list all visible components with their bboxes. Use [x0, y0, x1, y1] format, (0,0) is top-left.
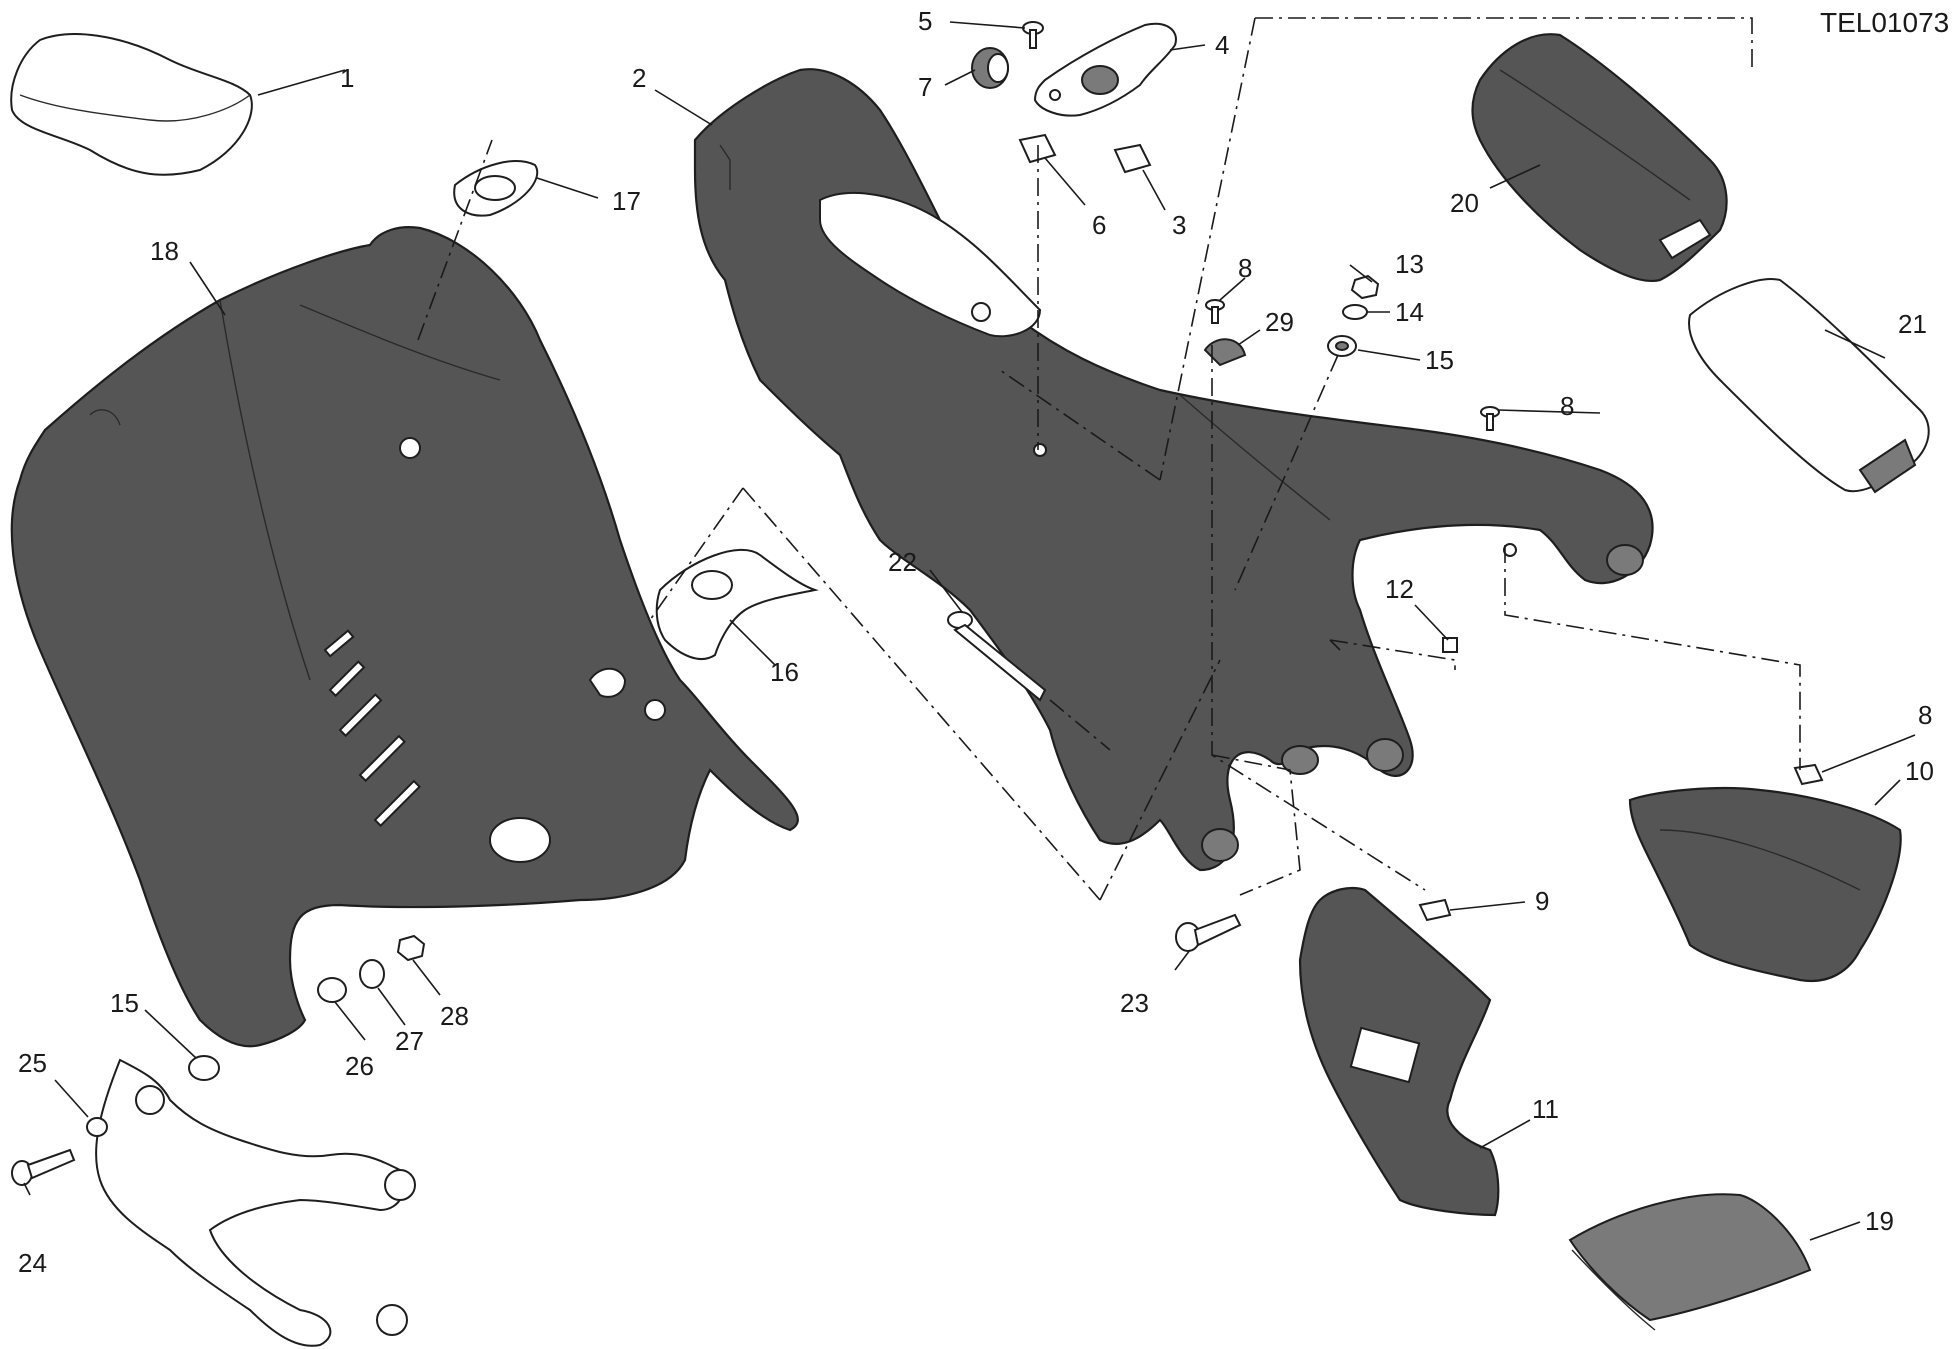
callout-22: 22 [888, 547, 917, 577]
part-8-screw-c [1793, 763, 1824, 786]
part-29-clamp [1203, 338, 1247, 367]
part-22-bolt [947, 611, 1047, 702]
callout-28: 28 [440, 1001, 469, 1031]
callout-18: 18 [150, 236, 179, 266]
callout-25: 25 [18, 1048, 47, 1078]
part-8-screw-a [1205, 299, 1225, 324]
callout-13: 13 [1395, 249, 1424, 279]
part-19-manual [1568, 1193, 1812, 1331]
part-5-screw [1022, 21, 1044, 49]
part-21-battery [1688, 278, 1930, 494]
part-17-plate [453, 160, 539, 217]
part-9-clip [1418, 898, 1452, 922]
part-1-seat-pad [10, 33, 253, 176]
part-20-case [1471, 33, 1728, 283]
assembly-lines [417, 17, 1801, 901]
part-8-screw-b [1480, 406, 1500, 431]
part-24-bolt [11, 1148, 76, 1186]
callout-24: 24 [18, 1248, 47, 1278]
callout-6: 6 [1092, 210, 1106, 240]
callout-14: 14 [1395, 297, 1424, 327]
callout-1: 1 [340, 63, 354, 93]
part-26-washer [317, 977, 347, 1003]
part-15-washer-a [1327, 335, 1357, 357]
part-16-bracket [655, 548, 819, 660]
callout-27: 27 [395, 1026, 424, 1056]
callout-2: 2 [632, 63, 646, 93]
part-28-nut [396, 934, 426, 962]
callout-15-top: 15 [1425, 345, 1454, 375]
callout-10: 10 [1905, 756, 1934, 786]
callout-11: 11 [1532, 1094, 1559, 1124]
callout-8-top: 8 [1238, 253, 1252, 283]
part-3-clip-nut [1113, 143, 1152, 174]
callout-8-right: 8 [1560, 391, 1574, 421]
part-14-washer [1342, 304, 1368, 320]
part-23-bolt [1175, 913, 1242, 952]
callout-4: 4 [1215, 30, 1229, 60]
callout-17: 17 [612, 186, 641, 216]
part-24-footpeg-bracket [95, 1058, 416, 1347]
callout-numbers: TEL01073 1 2 3 4 5 6 7 8 8 8 8 9 10 11 1… [18, 6, 1949, 1278]
part-27-spacer [359, 959, 385, 989]
part-7-rubber-bushing [971, 47, 1009, 89]
callout-9: 9 [1535, 886, 1549, 916]
part-25-washer [86, 1117, 108, 1137]
part-18-tail-cowl [10, 226, 799, 1048]
vent-slots [323, 629, 421, 828]
part-10-cover [1628, 786, 1902, 983]
part-12-plug [1442, 637, 1458, 653]
callout-19: 19 [1865, 1206, 1894, 1236]
part-15-washer-b [188, 1055, 220, 1081]
callout-12: 12 [1385, 574, 1414, 604]
callout-29: 29 [1265, 307, 1294, 337]
part-13-nut [1350, 274, 1380, 300]
callout-16: 16 [770, 657, 799, 687]
part-11-side-cover [1298, 886, 1500, 1217]
callout-21: 21 [1898, 309, 1927, 339]
callout-15-lower: 15 [110, 988, 139, 1018]
callout-8-lower: 8 [1918, 700, 1932, 730]
callout-3: 3 [1172, 210, 1186, 240]
leader-lines [23, 21, 1916, 1241]
callout-20: 20 [1450, 188, 1479, 218]
callout-26: 26 [345, 1051, 374, 1081]
drawing-code: TEL01073 [1820, 7, 1949, 38]
part-4-bracket [1033, 22, 1177, 117]
callout-7: 7 [918, 72, 932, 102]
callout-5: 5 [918, 6, 932, 36]
part-2-subframe [693, 68, 1654, 872]
callout-23: 23 [1120, 988, 1149, 1018]
